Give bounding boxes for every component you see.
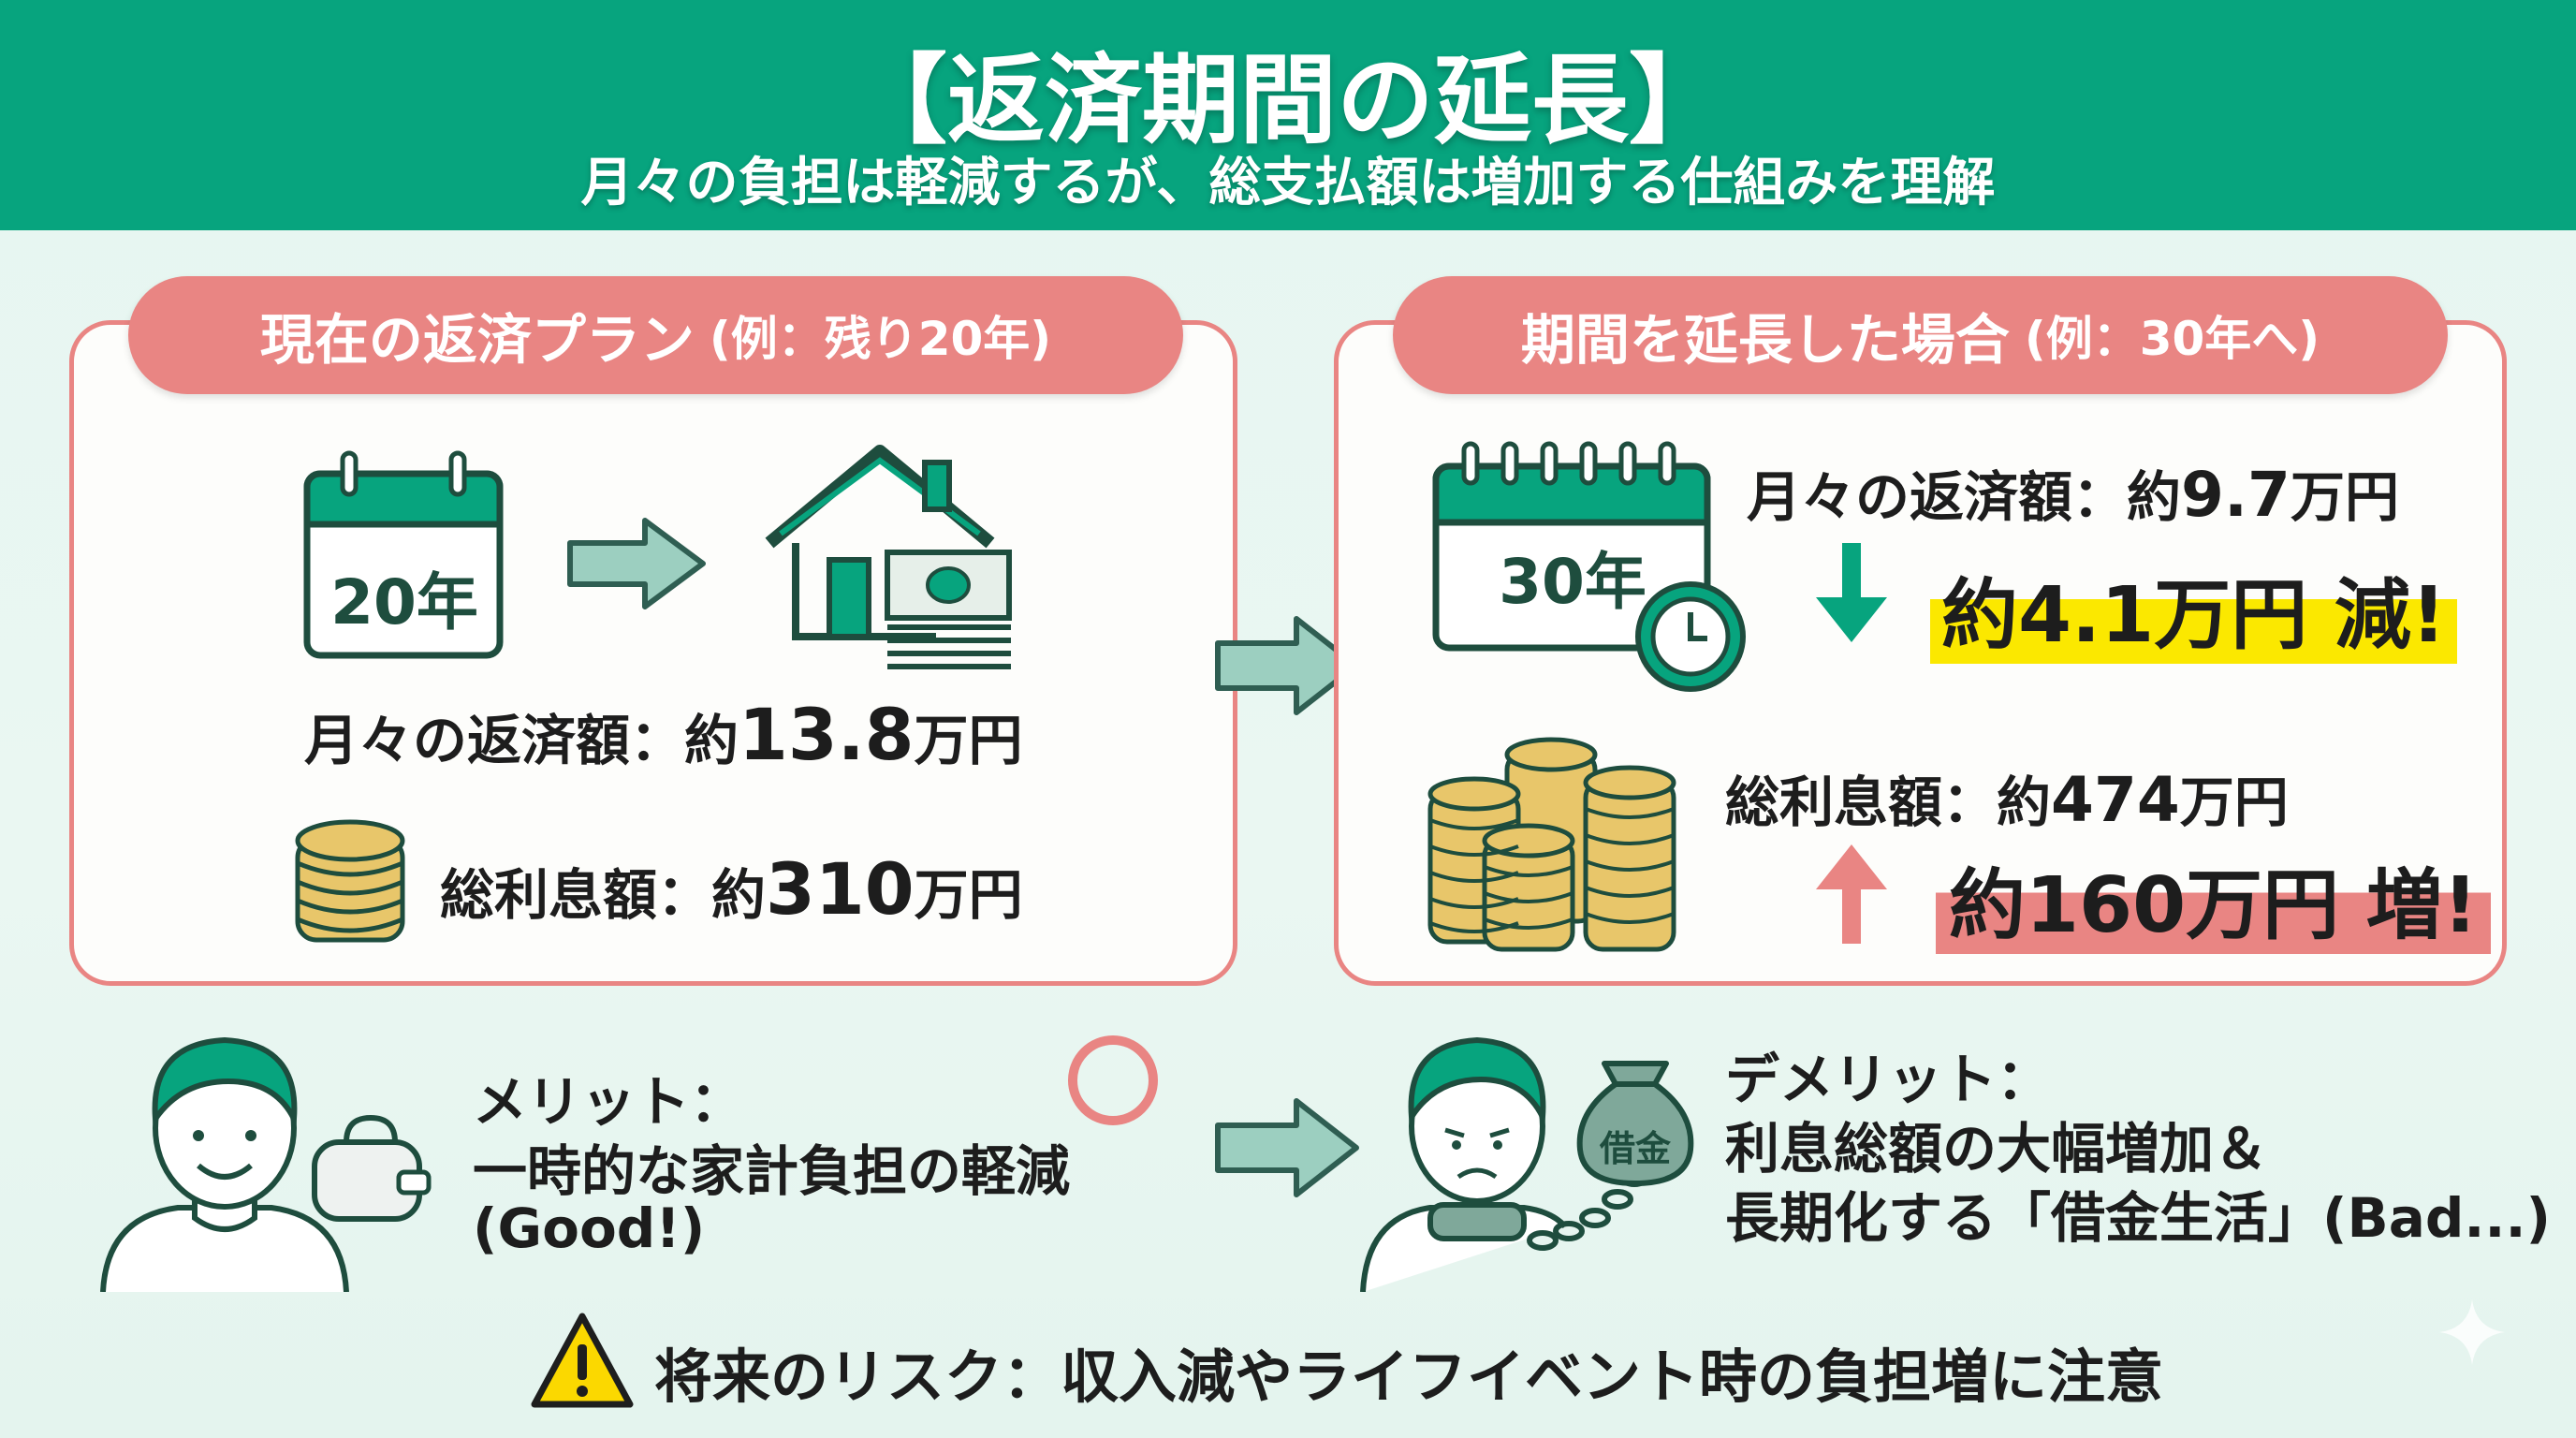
merit-line1: 一時的な家計負担の軽減 xyxy=(473,1139,1071,1203)
unit: 万円 xyxy=(2290,465,2399,529)
demerit-line1: 利息総額の大幅増加＆ xyxy=(1725,1117,2269,1181)
unit: 万円 xyxy=(2179,770,2289,834)
current-monthly-payment: 月々の返済額：約13.8万円 xyxy=(304,693,1023,776)
value: 9.7 xyxy=(2181,459,2291,531)
calendar-icon xyxy=(303,450,504,659)
coin-stack-icon xyxy=(295,819,405,943)
calendar-label: 20年 xyxy=(330,566,478,638)
page-subtitle: 月々の負担は軽減するが、総支払額は増加する仕組みを理解 xyxy=(580,153,1996,213)
money-bag-label: 借金 xyxy=(1599,1128,1671,1169)
arrow-right-icon xyxy=(1215,616,1359,715)
heading-text: 期間を延長した場合 xyxy=(1520,308,2010,372)
house-money-icon xyxy=(765,445,1012,669)
warning-text: 将来のリスク：収入減やライフイベント時の負担増に注意 xyxy=(654,1343,2164,1411)
happy-person-icon xyxy=(100,1036,349,1292)
demerit-title: デメリット： xyxy=(1725,1048,2052,1111)
label: 総利息額：約 xyxy=(440,863,767,927)
arrow-right-icon xyxy=(1215,1098,1359,1197)
demerit-line2: 長期化する「借金生活」(Bad...) xyxy=(1725,1186,2551,1250)
wallet-icon xyxy=(312,1114,432,1222)
extended-plan-heading: 期間を延長した場合 (例：30年へ) xyxy=(1393,276,2448,394)
calendar-clock-icon xyxy=(1432,441,1746,692)
current-plan-heading: 現在の返済プラン (例：残り20年) xyxy=(128,276,1183,394)
label: 月々の返済額：約 xyxy=(1747,465,2182,529)
current-total-interest: 総利息額：約310万円 xyxy=(440,847,1023,931)
unit: 万円 xyxy=(914,863,1023,927)
calendar-label: 30年 xyxy=(1499,546,1647,618)
extended-monthly-payment: 月々の返済額：約9.7万円 xyxy=(1747,453,2399,532)
header-banner xyxy=(0,0,2576,230)
circle-mark-icon xyxy=(1068,1035,1158,1125)
unit: 万円 xyxy=(914,709,1023,772)
arrow-down-icon xyxy=(1816,543,1887,642)
label: 総利息額：約 xyxy=(1725,770,2052,834)
sparkle-icon xyxy=(2439,1299,2505,1365)
extended-total-interest: 総利息額：約474万円 xyxy=(1725,758,2289,837)
page-title: 【返済期間の延長】 xyxy=(849,43,1726,157)
merit-title: メリット： xyxy=(473,1070,745,1134)
monthly-decrease-highlight: 約4.1万円 減! xyxy=(1930,552,2458,664)
worried-person-with-debt-icon xyxy=(1360,1036,1650,1292)
arrow-up-icon xyxy=(1816,844,1887,944)
arrow-right-icon xyxy=(567,518,706,609)
warning-icon xyxy=(531,1313,634,1408)
heading-note: (例：残り20年) xyxy=(709,312,1052,366)
label: 月々の返済額：約 xyxy=(304,709,739,772)
value: 474 xyxy=(2051,764,2180,836)
money-bag-icon xyxy=(1576,1061,1694,1187)
heading-text: 現在の返済プラン xyxy=(259,308,695,372)
value: 310 xyxy=(766,847,915,931)
interest-increase-highlight: 約160万円 増! xyxy=(1936,843,2492,954)
value: 13.8 xyxy=(739,693,915,776)
current-plan-panel xyxy=(69,320,1237,986)
coin-stacks-icon xyxy=(1427,737,1676,952)
heading-note: (例：30年へ) xyxy=(2024,312,2320,366)
merit-line2: (Good!) xyxy=(473,1196,706,1260)
